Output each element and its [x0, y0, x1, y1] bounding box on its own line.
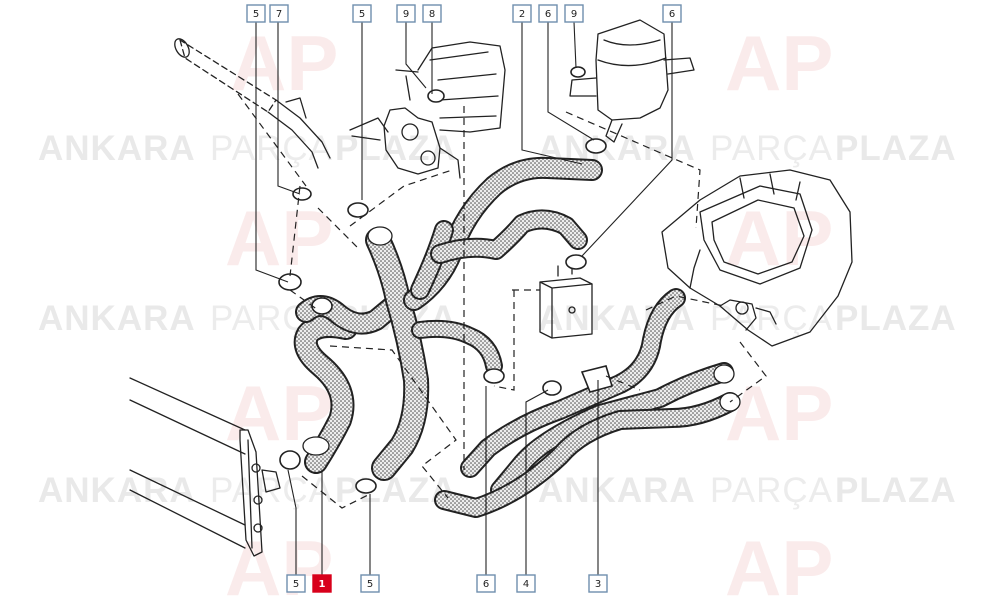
hose-clamp — [570, 66, 586, 78]
watermark-row: ANKARA PARÇA PLAZA ANKARA PARÇA PLAZA — [38, 299, 957, 338]
svg-text:ANKARA: ANKARA — [538, 471, 696, 510]
top-left-pipe — [174, 38, 331, 169]
watermark-row: ANKARA PARÇA PLAZA ANKARA PARÇA PLAZA — [38, 129, 957, 168]
svg-text:PARÇA: PARÇA — [710, 471, 833, 510]
callout-1-highlighted[interactable]: 1 — [312, 574, 332, 593]
svg-text:PLAZA: PLAZA — [835, 129, 957, 168]
callout-6: 6 — [476, 574, 496, 593]
svg-text:PARÇA: PARÇA — [210, 129, 333, 168]
assembly-lines — [237, 93, 767, 509]
hose-clamp — [542, 380, 562, 396]
watermark-logo: AP — [225, 194, 333, 282]
hose-clamp — [565, 254, 587, 270]
watermark-row: ANKARA PARÇA PLAZA ANKARA PARÇA PLAZA — [38, 471, 957, 510]
callout-7: 7 — [269, 4, 289, 23]
hose-heater-feed — [434, 288, 741, 518]
heat-exchanger — [539, 265, 593, 339]
callout-8: 8 — [422, 4, 442, 23]
svg-text:ANKARA: ANKARA — [38, 299, 196, 338]
hose-2-upper — [430, 209, 588, 264]
svg-text:5: 5 — [359, 9, 365, 20]
callout-4: 4 — [516, 574, 536, 593]
svg-text:7: 7 — [276, 9, 282, 20]
svg-text:3: 3 — [595, 579, 601, 590]
hose-bypass — [411, 319, 503, 375]
svg-text:ANKARA: ANKARA — [38, 129, 196, 168]
svg-text:9: 9 — [571, 9, 577, 20]
connector-block — [580, 365, 614, 393]
thermostat-housing — [349, 41, 506, 179]
expansion-tank — [569, 19, 695, 143]
callout-9: 9 — [396, 4, 416, 23]
clamps — [278, 66, 614, 494]
hose-clamp — [311, 297, 333, 315]
svg-text:4: 4 — [523, 579, 529, 590]
svg-text:PARÇA: PARÇA — [710, 299, 833, 338]
callout-6: 6 — [662, 4, 682, 23]
hose-clamp — [355, 478, 377, 494]
watermark-logos: AP AP AP AP AP AP AP AP — [225, 19, 833, 600]
svg-text:2: 2 — [519, 9, 525, 20]
hose-clamp — [483, 368, 505, 384]
svg-text:9: 9 — [403, 9, 409, 20]
heater-box — [661, 169, 853, 347]
svg-text:6: 6 — [669, 9, 675, 20]
callout-5: 5 — [352, 4, 372, 23]
callout-9: 9 — [564, 4, 584, 23]
callout-2: 2 — [512, 4, 532, 23]
hose-clamp — [292, 187, 312, 201]
svg-text:8: 8 — [429, 9, 435, 20]
callout-6: 6 — [538, 4, 558, 23]
watermark-logo: AP — [725, 369, 833, 457]
svg-text:PLAZA: PLAZA — [835, 471, 957, 510]
callout-5: 5 — [286, 574, 306, 593]
watermark-logo: AP — [230, 19, 338, 107]
svg-text:6: 6 — [483, 579, 489, 590]
svg-text:PLAZA: PLAZA — [835, 299, 957, 338]
hose-clamp — [347, 202, 369, 218]
hose-clamp — [585, 138, 607, 154]
leader-lines — [255, 21, 673, 576]
hose-clamp — [279, 450, 301, 470]
watermark: AP AP AP AP AP AP AP AP ANKARA PARÇA PLA… — [38, 19, 957, 600]
callout-3: 3 — [588, 574, 608, 593]
svg-text:6: 6 — [545, 9, 551, 20]
callout-5: 5 — [360, 574, 380, 593]
hose-clamp — [427, 89, 445, 103]
svg-text:1: 1 — [319, 579, 326, 590]
hose-clamp — [278, 273, 302, 291]
watermark-logo: AP — [725, 524, 833, 600]
radiator — [129, 377, 281, 557]
callout-5: 5 — [246, 4, 266, 23]
watermark-logo: AP — [725, 19, 833, 107]
svg-text:5: 5 — [293, 579, 299, 590]
watermark-logo: AP — [725, 194, 833, 282]
svg-text:5: 5 — [253, 9, 259, 20]
svg-text:ANKARA: ANKARA — [38, 471, 196, 510]
svg-text:PARÇA: PARÇA — [710, 129, 833, 168]
hose-main-y — [365, 156, 603, 481]
hose-1-radiator-top — [293, 314, 358, 474]
svg-text:5: 5 — [367, 579, 373, 590]
